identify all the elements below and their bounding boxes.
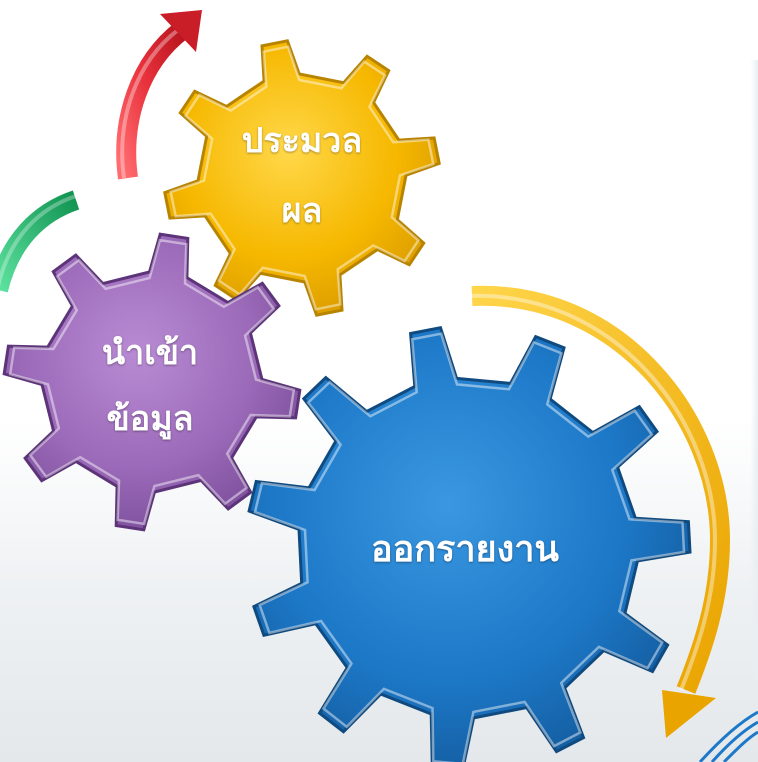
gear-report-highlight [253, 332, 686, 762]
gear-import [2, 232, 302, 532]
gear-report-body [247, 325, 692, 762]
gear-import-label-line-1: นำเข้า [101, 333, 199, 373]
corner-swirl-decoration [698, 710, 758, 762]
gear-import-label-line-2: ข้อมูล [106, 399, 194, 439]
gear-process-label: ประมวล ผล [232, 106, 372, 246]
gear-report-label-line-1: ออกรายงาน [370, 529, 560, 570]
arrow-yellow [466, 285, 731, 738]
gear-import-body [2, 232, 302, 532]
gear-import-label: นำเข้า ข้อมูล [80, 320, 220, 452]
gear-import-highlight [8, 238, 296, 526]
background-edge-decoration [750, 60, 758, 680]
arrow-red [116, 10, 202, 180]
gear-report-label: ออกรายงาน [340, 522, 590, 578]
gear-process-highlight [169, 45, 435, 311]
gear-process-body [163, 39, 441, 317]
arrow-green [0, 190, 80, 293]
gear-process [163, 39, 441, 317]
gear-process-label-line-2: ผล [281, 191, 323, 231]
gear-report [247, 325, 692, 762]
gear-process-label-line-1: ประมวล [241, 121, 363, 161]
